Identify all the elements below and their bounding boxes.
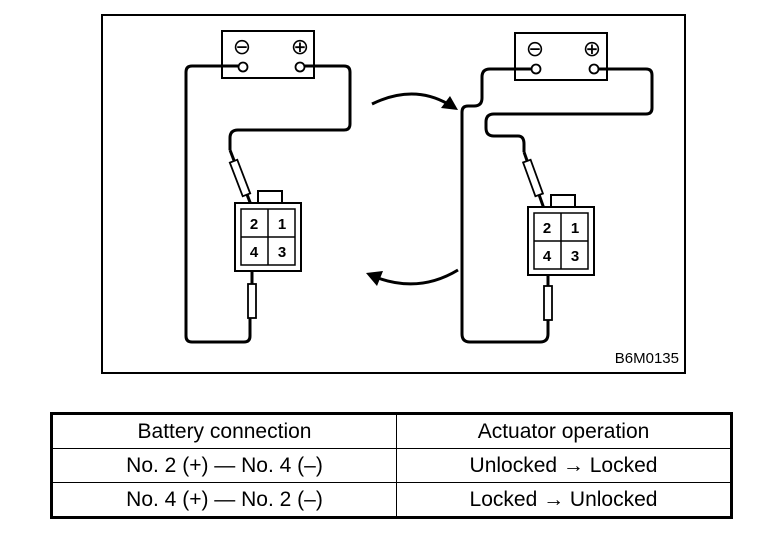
right-negative-wire <box>460 67 550 344</box>
right-positive-wire <box>484 67 654 152</box>
diagram-frame <box>101 14 686 374</box>
figure-code: B6M0135 <box>615 350 679 367</box>
right-pin-2: 2 <box>543 220 551 237</box>
header-actuator-operation: Actuator operation <box>396 413 732 449</box>
left-connector: 2 1 4 3 <box>234 190 302 272</box>
right-assembly: ⊖ ⊕ 2 1 4 3 <box>460 32 654 344</box>
battery-connection-cell: No. 2 (+) — No. 4 (–) <box>51 448 397 483</box>
left-pin-4: 4 <box>250 244 259 261</box>
right-pin-1: 1 <box>571 220 579 237</box>
arrow-bottom-left <box>377 268 459 286</box>
arrow-top-right <box>371 92 449 106</box>
battery-connection-cell: No. 4 (+) — No. 2 (–) <box>51 482 397 518</box>
left-pin-1: 1 <box>278 216 286 233</box>
left-battery-negative-terminal: ⊖ <box>233 35 251 60</box>
right-battery-negative-terminal: ⊖ <box>526 37 544 62</box>
left-negative-wire <box>184 64 252 344</box>
battery-connection-table: Battery connection Actuator operation No… <box>50 412 733 519</box>
left-pin-2: 2 <box>250 216 258 233</box>
actuator-operation-cell: Unlocked → Locked <box>396 448 732 483</box>
table-row: No. 2 (+) — No. 4 (–) Unlocked → Locked <box>51 448 732 483</box>
right-pin-3: 3 <box>571 248 579 265</box>
left-positive-wire <box>228 64 352 150</box>
table-header-row: Battery connection Actuator operation <box>51 413 732 449</box>
left-pin-3: 3 <box>278 244 286 261</box>
left-battery: ⊖ ⊕ <box>221 30 315 79</box>
right-battery-positive-terminal: ⊕ <box>583 37 601 62</box>
left-battery-positive-terminal: ⊕ <box>291 35 309 60</box>
right-battery: ⊖ ⊕ <box>514 32 608 81</box>
swap-arrows <box>366 92 459 286</box>
header-battery-connection: Battery connection <box>51 413 397 449</box>
left-assembly: ⊖ ⊕ 2 1 4 3 <box>184 30 352 344</box>
right-pin-4: 4 <box>543 248 552 265</box>
actuator-test-diagram: ⊖ ⊕ 2 1 4 3 <box>101 14 686 374</box>
right-connector: 2 1 4 3 <box>527 194 595 276</box>
table-row: No. 4 (+) — No. 2 (–) Locked → Unlocked <box>51 482 732 518</box>
actuator-operation-cell: Locked → Unlocked <box>396 482 732 518</box>
